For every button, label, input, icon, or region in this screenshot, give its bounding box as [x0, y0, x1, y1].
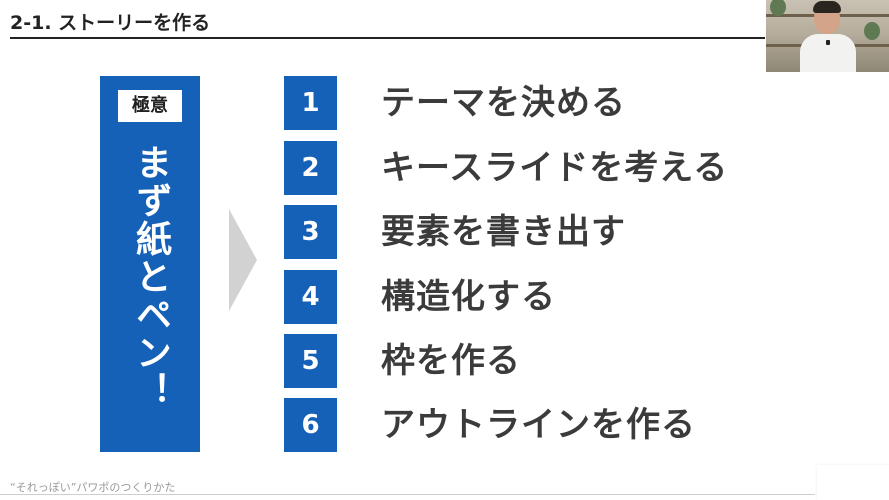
step-number: 6: [284, 398, 337, 452]
step-label: アウトラインを作る: [381, 405, 696, 445]
footer-text: “それっぽい”パワポのつくりかた: [10, 481, 176, 494]
step-label: 要素を書き出す: [381, 212, 626, 252]
webcam-video: [766, 0, 889, 72]
chevron-right-arrow-icon: [229, 209, 257, 311]
step-number: 1: [284, 76, 337, 130]
page-title: 2-1. ストーリーを作る: [10, 12, 211, 34]
step-label: テーマを決める: [381, 83, 626, 123]
plant: [770, 0, 786, 16]
key-principle-panel: 極意 まず紙とペン！: [100, 76, 200, 452]
step-number: 3: [284, 205, 337, 259]
step-number: 5: [284, 334, 337, 388]
person-hair: [813, 1, 841, 13]
microphone-icon: [826, 40, 830, 45]
footer-divider: [0, 494, 815, 495]
step-label: 枠を作る: [381, 341, 521, 381]
step-number: 4: [284, 270, 337, 324]
step-number: 2: [284, 141, 337, 195]
title-divider: [10, 37, 765, 39]
step-label: キースライドを考える: [381, 148, 729, 188]
principle-text: まず紙とペン！: [130, 144, 171, 410]
step-label: 構造化する: [381, 277, 556, 317]
plant: [864, 22, 880, 40]
principle-badge: 極意: [118, 90, 182, 122]
corner-overlay: [817, 465, 889, 500]
